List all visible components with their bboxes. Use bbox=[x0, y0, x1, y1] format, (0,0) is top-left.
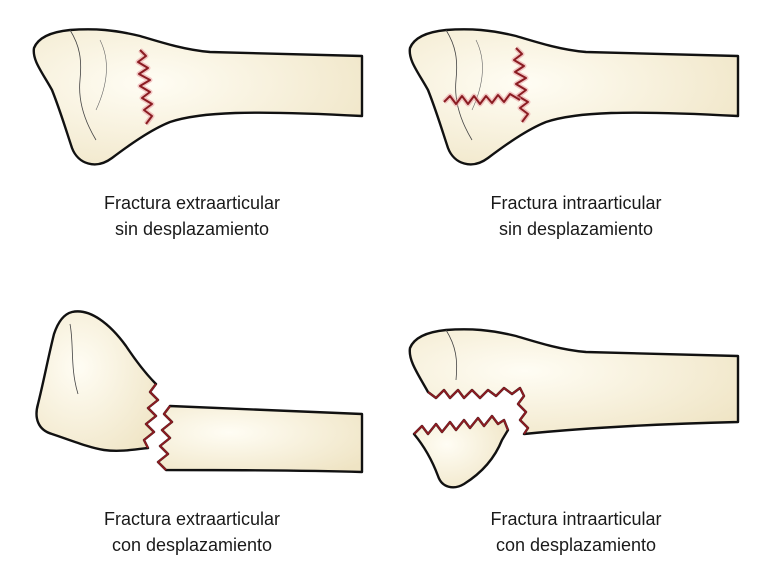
caption-title: Fractura intraarticular bbox=[490, 509, 662, 529]
caption-subtitle: sin desplazamiento bbox=[114, 219, 270, 239]
caption-1: Fractura extraarticular sin desplazamien… bbox=[0, 190, 384, 242]
distal-fragment bbox=[35, 310, 160, 453]
caption-4: Fractura intraarticular con desplazamien… bbox=[384, 506, 768, 558]
epiphysis-contour bbox=[69, 29, 97, 141]
panel-extraarticular-undisplaced: Fractura extraarticular sin desplazamien… bbox=[0, 0, 384, 284]
bone-illustration-2 bbox=[408, 28, 740, 166]
caption-title: Fractura intraarticular bbox=[490, 193, 662, 213]
panel-intraarticular-displaced: Fractura intraarticular con desplazamien… bbox=[384, 284, 768, 568]
proximal-shaft-fragment bbox=[408, 328, 740, 436]
fracture-edge-distal bbox=[143, 383, 159, 449]
caption-subtitle: con desplazamiento bbox=[111, 535, 273, 555]
bone-illustration-3 bbox=[35, 310, 364, 474]
articular-fragment bbox=[412, 414, 510, 489]
caption-title: Fractura extraarticular bbox=[103, 509, 281, 529]
epiphysis-contour bbox=[445, 29, 473, 141]
panel-extraarticular-displaced: Fractura extraarticular con desplazamien… bbox=[0, 284, 384, 568]
caption-3: Fractura extraarticular con desplazamien… bbox=[0, 506, 384, 558]
radius-bone bbox=[32, 28, 364, 166]
fracture-edge-shaft bbox=[157, 405, 173, 471]
caption-subtitle: sin desplazamiento bbox=[498, 219, 654, 239]
caption-title: Fractura extraarticular bbox=[103, 193, 281, 213]
bone-illustration-4 bbox=[408, 328, 740, 489]
panel-intraarticular-undisplaced: Fractura intraarticular sin desplazamien… bbox=[384, 0, 768, 284]
caption-2: Fractura intraarticular sin desplazamien… bbox=[384, 190, 768, 242]
articular-surface-detail bbox=[95, 39, 107, 111]
radius-bone bbox=[408, 28, 740, 166]
shaft-fragment bbox=[156, 404, 364, 474]
bone-illustration-1 bbox=[32, 28, 364, 166]
fracture-edge-lower bbox=[413, 415, 509, 435]
articular-surface-detail bbox=[471, 39, 483, 111]
epiphysis-contour bbox=[69, 323, 79, 395]
caption-subtitle: con desplazamiento bbox=[495, 535, 657, 555]
fracture-edge-upper bbox=[427, 387, 529, 435]
epiphysis-contour bbox=[445, 329, 458, 381]
